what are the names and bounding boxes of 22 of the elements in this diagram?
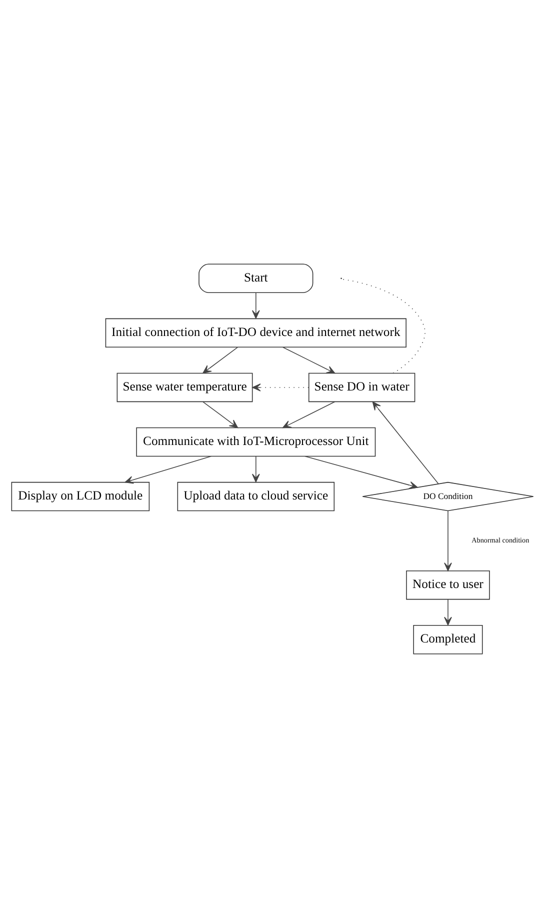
- node-box: Sense DO in water: [308, 372, 416, 402]
- arrow: [444, 510, 452, 572]
- arrow: [124, 456, 212, 484]
- arrow: [252, 384, 310, 392]
- arrow: [202, 402, 238, 428]
- node-box: Initial connection of IoT-DO device and internet network: [105, 318, 406, 348]
- node-box: Completed: [413, 625, 483, 654]
- arrow: [372, 401, 439, 484]
- node-box: Upload data to cloud service: [177, 482, 335, 512]
- arrow: [282, 346, 336, 374]
- arrow: [304, 456, 418, 490]
- arrow: [282, 401, 336, 428]
- node-box: Start: [198, 264, 314, 293]
- node-box: Notice to user: [406, 570, 490, 600]
- node-box: Sense water temperature: [116, 372, 253, 402]
- connector: [340, 278, 426, 374]
- node-box: Communicate with IoT-Microprocessor Unit: [136, 427, 376, 457]
- arrow: [252, 292, 260, 319]
- arrow: [444, 599, 452, 626]
- node-box: Display on LCD module: [11, 482, 150, 512]
- arrow: [202, 346, 238, 374]
- arrow: [252, 456, 260, 482]
